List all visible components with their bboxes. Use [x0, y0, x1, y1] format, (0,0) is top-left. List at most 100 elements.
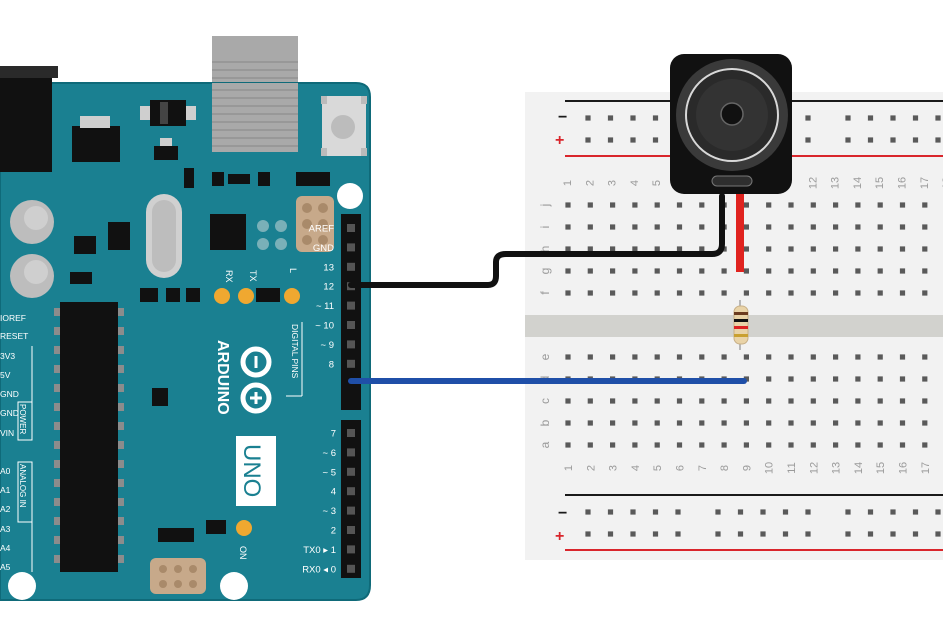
breadboard-hole [833, 420, 839, 426]
breadboard-hole [743, 268, 749, 274]
breadboard-hole [587, 202, 593, 208]
breadboard-hole [766, 376, 772, 382]
column-number-top: 1 [562, 180, 574, 186]
breadboard-hole [721, 442, 727, 448]
breadboard-hole [877, 420, 883, 426]
column-number-bottom: 13 [831, 462, 843, 474]
breadboard-hole [788, 398, 794, 404]
breadboard-hole [610, 224, 616, 230]
breadboard-hole [610, 202, 616, 208]
on-led-label: ON [238, 546, 248, 560]
breadboard-hole [610, 268, 616, 274]
breadboard-hole [587, 420, 593, 426]
breadboard-hole [610, 420, 616, 426]
breadboard-hole [833, 442, 839, 448]
rail-hole [737, 509, 744, 515]
rail-hole [935, 115, 941, 121]
analog-section-label: ANALOG IN [18, 464, 27, 508]
breadboard-hole [632, 420, 638, 426]
breadboard-hole [654, 268, 660, 274]
rail-hole [935, 137, 941, 143]
rail-hole [912, 509, 919, 515]
digital-pin-label: ~ 10 [315, 321, 334, 332]
digital-pin-label: GND [313, 243, 334, 254]
rail-hole [890, 509, 896, 515]
breadboard-hole [922, 290, 928, 296]
column-number-top: 13 [830, 177, 842, 189]
column-number-top: 12 [807, 177, 819, 189]
breadboard-hole [922, 202, 928, 208]
digital-pin-label: ~ 6 [323, 448, 336, 459]
resistor [733, 300, 749, 350]
mounting-hole [337, 183, 363, 209]
breadboard-hole [877, 202, 883, 208]
breadboard-hole [833, 376, 839, 382]
top-rail-plus-sign: + [555, 132, 564, 149]
breadboard-hole [922, 398, 928, 404]
breadboard-hole [565, 224, 571, 230]
uno-badge [236, 436, 276, 506]
rail-hole [867, 531, 874, 537]
rail-hole [585, 509, 591, 515]
breadboard-hole [810, 376, 816, 382]
breadboard-hole [721, 354, 727, 360]
icsp-header-2 [150, 558, 206, 594]
breadboard-hole [810, 202, 816, 208]
breadboard-hole [855, 442, 861, 448]
breadboard-hole [654, 290, 660, 296]
digital-pin-label: 2 [331, 526, 336, 537]
breadboard-hole [565, 398, 571, 404]
breadboard-hole [654, 224, 660, 230]
rail-hole [805, 137, 811, 143]
power-analog-pin-label: A0 [0, 466, 11, 476]
rx-led-label: RX [224, 270, 234, 283]
breadboard-hole [587, 268, 593, 274]
breadboard-hole [743, 398, 749, 404]
mounting-hole [8, 572, 36, 600]
breadboard-hole [855, 354, 861, 360]
usb-chip [210, 214, 246, 250]
breadboard-hole [654, 354, 660, 360]
breadboard-hole [788, 376, 794, 382]
breadboard-hole [899, 376, 906, 382]
breadboard-hole [899, 420, 906, 426]
column-number-bottom: 5 [652, 465, 664, 471]
breadboard-hole [766, 420, 772, 426]
row-letter-top: g [538, 268, 552, 275]
column-number-bottom: 8 [719, 465, 731, 471]
rail-hole [805, 509, 811, 515]
column-number-bottom: 14 [853, 462, 865, 474]
breadboard-hole [877, 398, 883, 404]
arduino-brand-text: ARDUINO [214, 340, 231, 415]
power-analog-pin-label: A5 [0, 562, 11, 572]
breadboard-hole [654, 442, 660, 448]
row-letter-bottom: e [538, 353, 552, 360]
column-number-bottom: 1 [563, 465, 575, 471]
status-leds [214, 288, 300, 536]
column-number-bottom: 17 [920, 462, 932, 474]
rail-hole [867, 137, 874, 143]
breadboard-hole [654, 420, 660, 426]
breadboard-hole [654, 202, 660, 208]
digital-pin-label: RX0 ◂ 0 [302, 564, 336, 575]
column-number-bottom: 7 [697, 465, 709, 471]
column-number-bottom: 3 [608, 465, 620, 471]
rail-hole [630, 531, 636, 537]
rail-hole [782, 509, 789, 515]
breadboard-hole [743, 290, 749, 296]
row-letter-top: h [538, 246, 552, 253]
top-rail-minus-sign: − [558, 109, 567, 126]
breadboard-hole [877, 246, 883, 252]
breadboard-hole [610, 246, 616, 252]
breadboard-hole [766, 354, 772, 360]
column-number-top: 2 [584, 180, 596, 186]
breadboard-hole [676, 202, 683, 208]
breadboard-hole [699, 420, 705, 426]
breadboard-hole [654, 246, 660, 252]
breadboard-hole [922, 246, 928, 252]
breadboard-hole [565, 202, 571, 208]
breadboard-hole [676, 290, 683, 296]
breadboard-hole [833, 354, 839, 360]
mounting-hole [220, 572, 248, 600]
breadboard-hole [743, 420, 749, 426]
